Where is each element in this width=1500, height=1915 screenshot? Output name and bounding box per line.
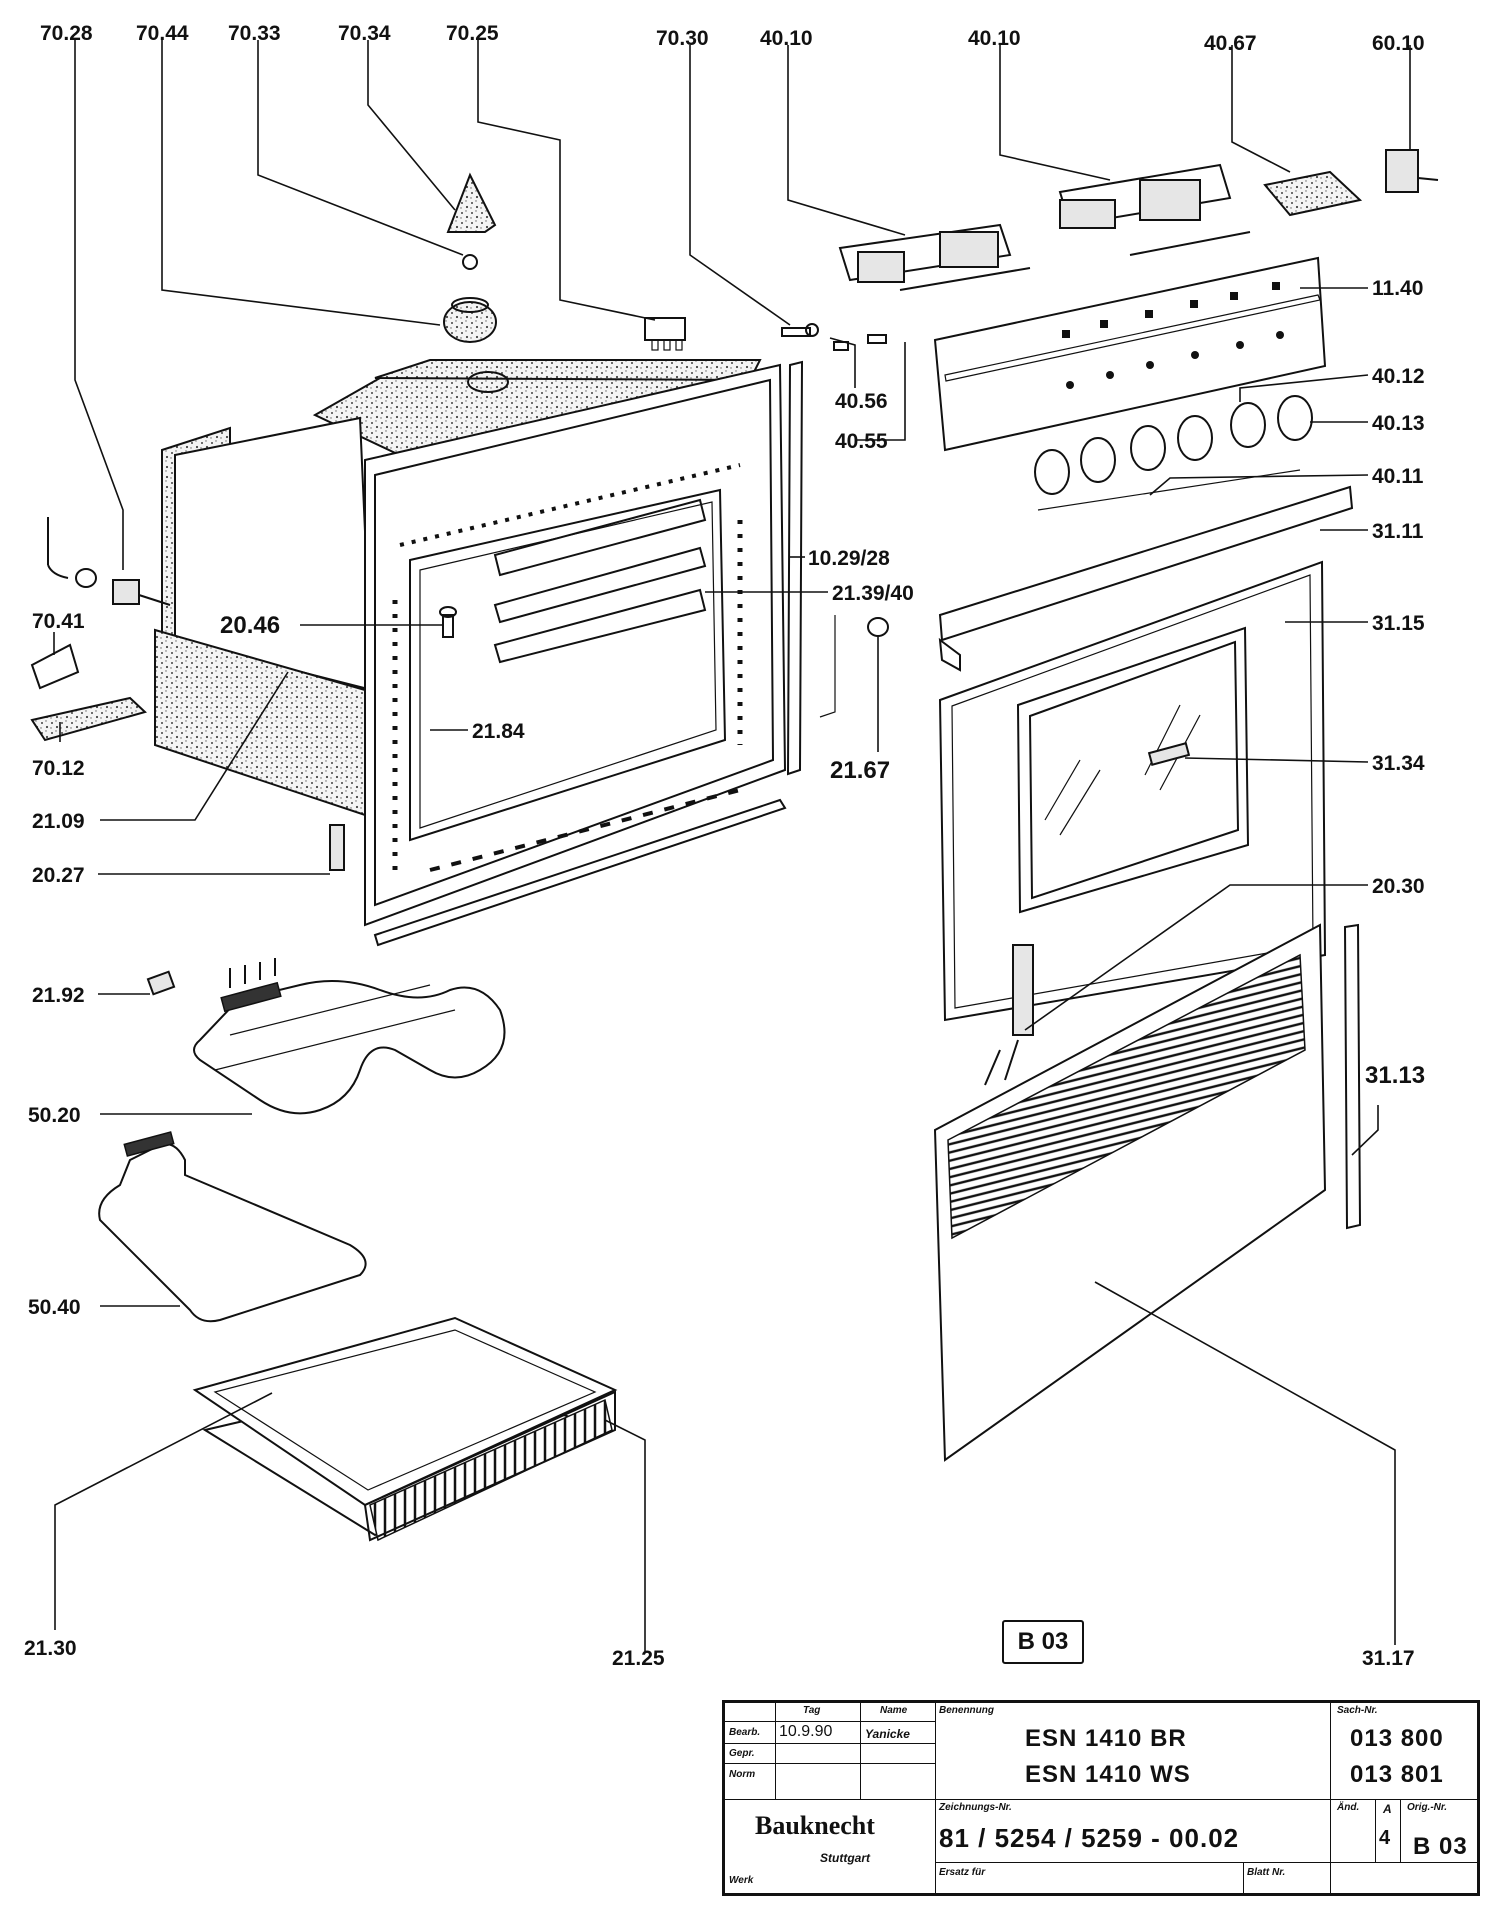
sach-label: Sach-Nr. xyxy=(1337,1705,1378,1716)
label-50-40: 50.40 xyxy=(28,1296,81,1319)
label-70-30: 70.30 xyxy=(656,27,709,50)
door-seal-31-13 xyxy=(1343,923,1362,1230)
index-label: A xyxy=(1383,1802,1392,1816)
grill-element-50-20 xyxy=(193,958,506,1115)
model-2: ESN 1410 WS xyxy=(1025,1761,1191,1788)
blatt-label: Blatt Nr. xyxy=(1247,1867,1286,1878)
bearb-name: Yanicke xyxy=(865,1727,910,1741)
orig-label: Orig.-Nr. xyxy=(1407,1802,1448,1813)
zeichnung-nr: 81 / 5254 / 5259 - 00.02 xyxy=(939,1823,1240,1853)
aend-value: 4 xyxy=(1379,1827,1392,1849)
label-31-17: 31.17 xyxy=(1362,1647,1415,1670)
leader-lines xyxy=(53,40,1411,1652)
label-40-10-b: 40.10 xyxy=(968,27,1021,50)
part-labels: 70.28 70.44 70.33 70.34 70.25 70.30 40.1… xyxy=(24,22,1425,1670)
label-21-30: 21.30 xyxy=(24,1637,77,1660)
orig-value: B 03 xyxy=(1413,1833,1468,1860)
drawing-code-box: B 03 xyxy=(1002,1620,1084,1664)
benennung-label: Benennung xyxy=(939,1705,994,1716)
label-70-41: 70.41 xyxy=(32,610,85,633)
label-70-28: 70.28 xyxy=(40,22,93,45)
label-21-39-40: 21.39/40 xyxy=(832,582,914,605)
label-40-56: 40.56 xyxy=(835,390,888,413)
label-20-27: 20.27 xyxy=(32,864,85,887)
row-gepr: Gepr. xyxy=(729,1748,755,1759)
label-21-84: 21.84 xyxy=(472,720,525,743)
oven-cavity xyxy=(154,359,804,947)
label-70-33: 70.33 xyxy=(228,22,281,45)
label-40-12: 40.12 xyxy=(1372,365,1425,388)
label-50-20: 50.20 xyxy=(28,1104,81,1127)
row-norm: Norm xyxy=(729,1769,756,1780)
row-bearb: Bearb. xyxy=(729,1727,761,1738)
ersatz-label: Ersatz für xyxy=(939,1867,986,1878)
zeichnung-label: Zeichnungs-Nr. xyxy=(939,1802,1012,1813)
werk-label: Werk xyxy=(729,1875,754,1886)
company-logo: Bauknecht xyxy=(755,1811,875,1840)
label-20-30: 20.30 xyxy=(1372,875,1425,898)
label-40-10-a: 40.10 xyxy=(760,27,813,50)
label-11-40: 11.40 xyxy=(1372,277,1423,300)
label-21-92: 21.92 xyxy=(32,984,85,1007)
sach-1: 013 800 xyxy=(1350,1725,1444,1752)
bottom-element-50-40 xyxy=(98,1131,367,1323)
label-21-25: 21.25 xyxy=(612,1647,665,1670)
label-40-67: 40.67 xyxy=(1204,32,1257,55)
label-20-46: 20.46 xyxy=(220,612,280,639)
col-tag: Tag xyxy=(803,1705,821,1716)
title-block: Tag Name Bearb. Gepr. Norm 10.9.90 Yanic… xyxy=(722,1700,1480,1896)
label-70-44: 70.44 xyxy=(136,22,189,45)
label-31-11: 31.11 xyxy=(1372,520,1424,543)
city: Stuttgart xyxy=(820,1851,870,1865)
baking-trays xyxy=(192,1316,618,1542)
door-top-trim xyxy=(938,485,1354,672)
model-1: ESN 1410 BR xyxy=(1025,1725,1187,1752)
small-parts-70-30 xyxy=(781,323,887,351)
label-31-15: 31.15 xyxy=(1372,612,1425,635)
label-40-13: 40.13 xyxy=(1372,412,1425,435)
label-60-10: 60.10 xyxy=(1372,32,1425,55)
hinge-20-27 xyxy=(329,824,345,871)
label-10-29-28: 10.29/28 xyxy=(808,547,890,570)
label-40-55: 40.55 xyxy=(835,430,888,453)
label-70-34: 70.34 xyxy=(338,22,391,45)
aend-label: Änd. xyxy=(1337,1802,1360,1813)
label-21-67: 21.67 xyxy=(830,757,890,784)
sach-2: 013 801 xyxy=(1350,1761,1444,1788)
bearb-date: 10.9.90 xyxy=(779,1723,833,1740)
control-panel-fascia xyxy=(933,256,1327,452)
label-21-09: 21.09 xyxy=(32,810,85,833)
label-31-34: 31.34 xyxy=(1372,752,1425,775)
hob-switch-units xyxy=(838,149,1439,291)
door-grille-panel xyxy=(933,923,1327,1462)
door-hinge xyxy=(984,944,1034,1086)
col-name: Name xyxy=(880,1705,908,1716)
label-40-11: 40.11 xyxy=(1372,465,1424,488)
label-31-13: 31.13 xyxy=(1365,1062,1425,1089)
connector-21-92 xyxy=(146,970,176,996)
switch-block-70-25 xyxy=(644,317,686,351)
oven-door xyxy=(938,560,1327,1022)
label-70-25: 70.25 xyxy=(446,22,499,45)
thermostat-knob-assembly xyxy=(443,172,509,393)
label-70-12: 70.12 xyxy=(32,757,85,780)
